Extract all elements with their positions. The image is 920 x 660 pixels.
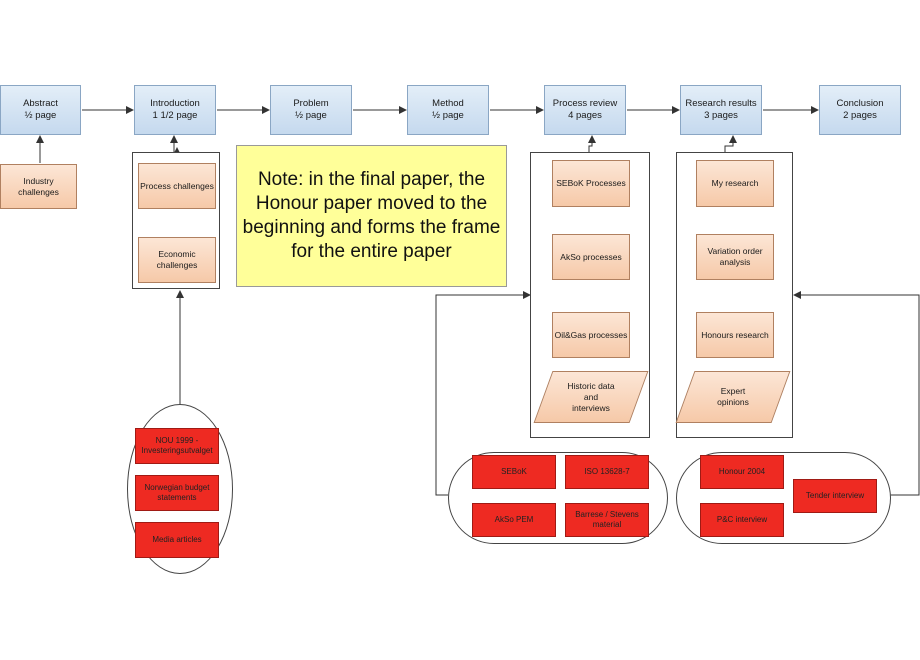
arrow-sources-to-process-group bbox=[435, 291, 531, 496]
source-tender-interview: Tender interview bbox=[793, 479, 877, 513]
stage-abstract: Abstract ½ page bbox=[0, 85, 81, 135]
stage-problem: Problem ½ page bbox=[270, 85, 352, 135]
stage-problem-pages: ½ page bbox=[295, 110, 327, 121]
source-iso-label: ISO 13628-7 bbox=[584, 467, 630, 476]
stage-method-title: Method bbox=[432, 98, 464, 109]
source-norwegian-budget-line2: statements bbox=[157, 493, 197, 502]
stage-process-review-pages: 4 pages bbox=[568, 110, 602, 121]
expert-opinions-line2: opinions bbox=[717, 397, 749, 407]
stage-process-review: Process review 4 pages bbox=[544, 85, 626, 135]
oilgas-processes-box: Oil&Gas processes bbox=[552, 312, 630, 358]
arrow-results-group-to-research-results bbox=[724, 135, 737, 152]
historic-data-text: Historic data and interviews bbox=[543, 371, 639, 423]
honours-research-label: Honours research bbox=[701, 329, 769, 340]
note-box: Note: in the final paper, the Honour pap… bbox=[236, 145, 507, 287]
source-pc-interview-label: P&C interview bbox=[716, 515, 768, 524]
variation-order-box: Variation order analysis bbox=[696, 234, 774, 280]
sebok-processes-box: SEBoK Processes bbox=[552, 160, 630, 207]
industry-challenges-line1: Industry bbox=[23, 175, 54, 186]
source-sebok-label: SEBoK bbox=[501, 467, 527, 476]
akso-processes-box: AkSo processes bbox=[552, 234, 630, 280]
stage-abstract-title: Abstract bbox=[23, 98, 58, 109]
source-tender-interview-label: Tender interview bbox=[805, 491, 865, 500]
akso-processes-label: AkSo processes bbox=[560, 251, 622, 262]
source-sebok: SEBoK bbox=[472, 455, 556, 489]
stage-introduction-pages: 1 1/2 page bbox=[152, 110, 198, 121]
expert-opinions-parallelogram: Expert opinions bbox=[675, 371, 791, 423]
source-nou-1999-line1: NOU 1999 - bbox=[155, 436, 199, 445]
historic-data-line1: Historic data bbox=[567, 380, 615, 391]
source-nou-1999: NOU 1999 - Investeringsutvalget bbox=[135, 428, 219, 464]
source-nou-1999-line2: Investeringsutvalget bbox=[141, 446, 213, 455]
my-research-box: My research bbox=[696, 160, 774, 207]
historic-data-parallelogram: Historic data and interviews bbox=[533, 371, 649, 423]
stage-research-results-title: Research results bbox=[685, 98, 757, 109]
process-challenges-box: Process challenges bbox=[138, 163, 216, 209]
source-honour-2004: Honour 2004 bbox=[700, 455, 784, 489]
historic-data-line2: and bbox=[583, 391, 599, 402]
variation-order-line1: Variation order bbox=[707, 246, 763, 256]
stage-research-results-pages: 3 pages bbox=[704, 110, 738, 121]
source-akso-pem: AkSo PEM bbox=[472, 503, 556, 537]
expert-opinions-text: Expert opinions bbox=[685, 371, 781, 423]
stage-abstract-pages: ½ page bbox=[24, 110, 57, 121]
source-barrese-line1: Barrese / Stevens bbox=[575, 510, 639, 519]
source-media-articles: Media articles bbox=[135, 522, 219, 558]
industry-challenges-line2: challenges bbox=[18, 186, 59, 197]
oilgas-processes-label: Oil&Gas processes bbox=[554, 329, 628, 340]
sebok-processes-label: SEBoK Processes bbox=[556, 178, 626, 188]
stage-method: Method ½ page bbox=[407, 85, 489, 135]
source-pc-interview: P&C interview bbox=[700, 503, 784, 537]
arrow-process-group-to-process-review bbox=[588, 135, 596, 152]
stage-introduction: Introduction 1 1/2 page bbox=[134, 85, 216, 135]
economic-challenges-line1: Economic bbox=[158, 249, 196, 259]
source-norwegian-budget-line1: Norwegian budget bbox=[144, 483, 210, 492]
expert-opinions-line1: Expert bbox=[720, 386, 746, 396]
process-challenges-label: Process challenges bbox=[140, 180, 214, 191]
stage-method-pages: ½ page bbox=[432, 110, 464, 121]
historic-data-line3: interviews bbox=[572, 402, 610, 413]
economic-challenges-box: Economic challenges bbox=[138, 237, 216, 283]
stage-process-review-title: Process review bbox=[552, 98, 618, 109]
my-research-label: My research bbox=[711, 178, 759, 188]
honours-research-box: Honours research bbox=[696, 312, 774, 358]
arrow-results-sources-to-results-group bbox=[793, 291, 920, 496]
economic-challenges-line2: challenges bbox=[156, 260, 198, 270]
stage-conclusion: Conclusion 2 pages bbox=[819, 85, 901, 135]
stage-introduction-title: Introduction bbox=[150, 98, 200, 109]
source-norwegian-budget: Norwegian budget statements bbox=[135, 475, 219, 511]
stage-research-results: Research results 3 pages bbox=[680, 85, 762, 135]
source-honour-2004-label: Honour 2004 bbox=[718, 467, 766, 476]
stage-conclusion-title: Conclusion bbox=[836, 98, 884, 109]
industry-challenges-box: Industry challenges bbox=[0, 164, 77, 209]
note-text: Note: in the final paper, the Honour pap… bbox=[242, 169, 501, 262]
stage-conclusion-pages: 2 pages bbox=[843, 110, 877, 121]
source-akso-pem-label: AkSo PEM bbox=[494, 515, 534, 524]
stage-problem-title: Problem bbox=[293, 98, 329, 109]
source-iso: ISO 13628-7 bbox=[565, 455, 649, 489]
variation-order-line2: analysis bbox=[719, 257, 751, 267]
source-barrese-line2: material bbox=[592, 520, 622, 529]
source-media-articles-label: Media articles bbox=[152, 535, 202, 544]
source-barrese: Barrese / Stevens material bbox=[565, 503, 649, 537]
